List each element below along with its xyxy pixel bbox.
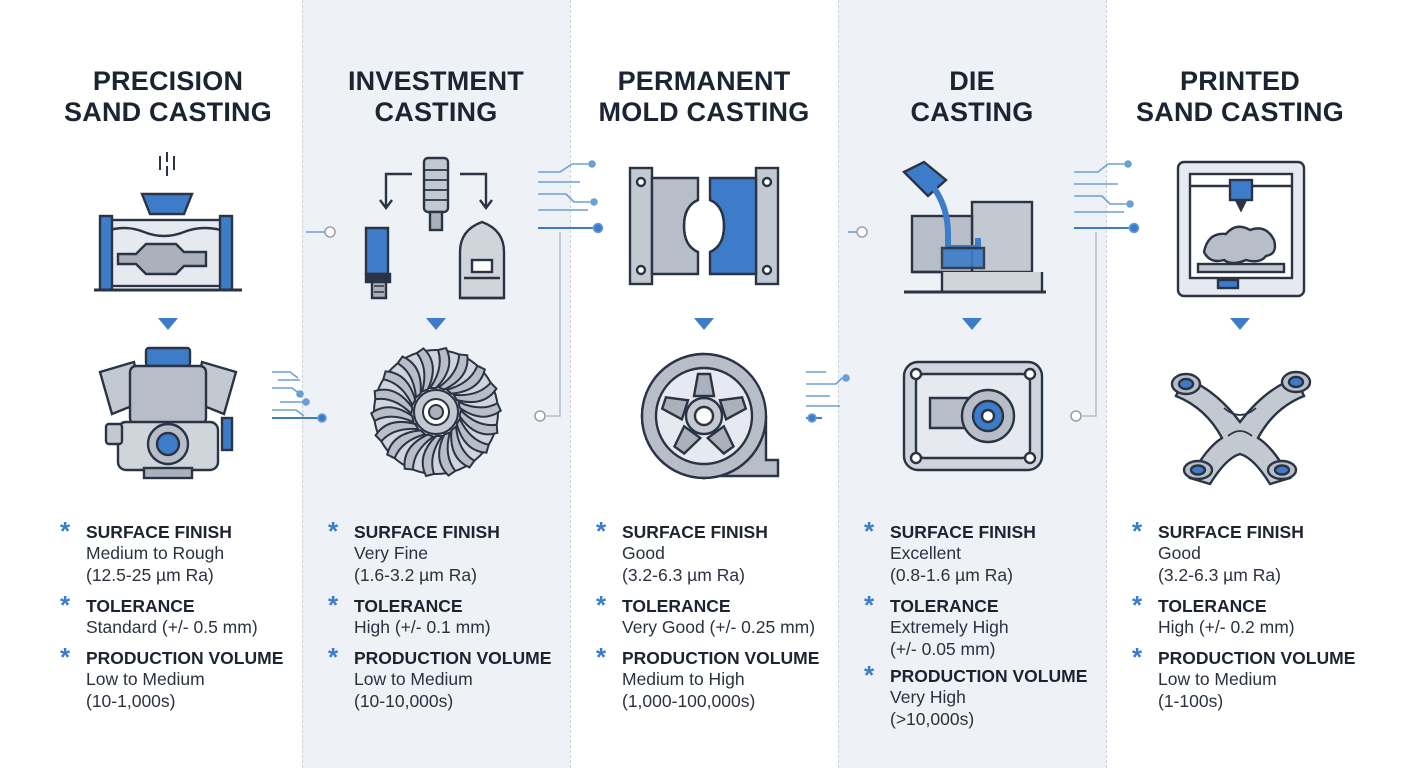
spec-production-volume: * PRODUCTION VOLUME Low to Medium (10-1,…	[60, 642, 284, 711]
spec-surface-finish: * SURFACE FINISH Excellent (0.8-1.6 µm R…	[864, 516, 1036, 585]
spec-list: * SURFACE FINISH Good (3.2-6.3 µm Ra) * …	[1130, 516, 1356, 722]
spec-tolerance: * TOLERANCE Standard (+/- 0.5 mm)	[60, 590, 258, 637]
flow-down-arrow-icon	[426, 318, 446, 330]
process-column-die: DIE CASTING	[838, 0, 1106, 768]
spec-production-volume: * PRODUCTION VOLUME Medium to High (1,00…	[596, 642, 820, 711]
spec-list: * SURFACE FINISH Medium to Rough (12.5-2…	[58, 516, 284, 722]
alloy-wheel-icon	[640, 352, 780, 480]
process-column-printed-sand: PRINTED SAND CASTING	[1106, 0, 1374, 768]
turbine-wheel-icon	[369, 346, 503, 478]
process-title: INVESTMENT CASTING	[347, 66, 524, 127]
asterisk-bullet-icon: *	[60, 516, 71, 546]
spec-surface-finish: * SURFACE FINISH Very Fine (1.6-3.2 µm R…	[328, 516, 500, 585]
spec-tolerance: * TOLERANCE Very Good (+/- 0.25 mm)	[596, 590, 816, 637]
process-column-precision-sand: PRECISION SAND CASTING	[34, 0, 302, 768]
process-title: DIE CASTING	[910, 66, 1034, 127]
column-divider	[1106, 0, 1107, 768]
spec-tolerance: * TOLERANCE Extremely High (+/- 0.05 mm)	[864, 590, 1009, 659]
sand-mold-pour-icon	[94, 152, 242, 292]
flow-down-arrow-icon	[694, 318, 714, 330]
spec-surface-finish: * SURFACE FINISH Good (3.2-6.3 µm Ra)	[1132, 516, 1304, 585]
process-title: PRECISION SAND CASTING	[64, 66, 272, 127]
lattice-node-icon	[1170, 370, 1312, 486]
gearbox-housing-icon	[902, 360, 1044, 472]
spec-list: * SURFACE FINISH Good (3.2-6.3 µm Ra) * …	[594, 516, 820, 722]
spec-tolerance: * TOLERANCE High (+/- 0.1 mm)	[328, 590, 491, 637]
asterisk-bullet-icon: *	[864, 516, 875, 546]
column-divider	[302, 0, 303, 768]
spec-surface-finish: * SURFACE FINISH Good (3.2-6.3 µm Ra)	[596, 516, 768, 585]
asterisk-bullet-icon: *	[1132, 642, 1143, 672]
spec-list: * SURFACE FINISH Very Fine (1.6-3.2 µm R…	[326, 516, 552, 722]
spec-production-volume: * PRODUCTION VOLUME Low to Medium (1-100…	[1132, 642, 1356, 711]
asterisk-bullet-icon: *	[1132, 516, 1143, 546]
column-divider	[838, 0, 839, 768]
metal-mold-halves-icon	[628, 166, 780, 286]
spec-list: * SURFACE FINISH Excellent (0.8-1.6 µm R…	[862, 516, 1088, 740]
flow-down-arrow-icon	[1230, 318, 1250, 330]
process-column-investment: INVESTMENT CASTING	[302, 0, 570, 768]
process-title: PRINTED SAND CASTING	[1136, 66, 1344, 127]
asterisk-bullet-icon: *	[328, 590, 339, 620]
3d-printer-icon	[1176, 160, 1306, 298]
flow-down-arrow-icon	[158, 318, 178, 330]
asterisk-bullet-icon: *	[1132, 590, 1143, 620]
asterisk-bullet-icon: *	[328, 516, 339, 546]
asterisk-bullet-icon: *	[60, 642, 71, 672]
asterisk-bullet-icon: *	[864, 660, 875, 690]
spec-tolerance: * TOLERANCE High (+/- 0.2 mm)	[1132, 590, 1295, 637]
asterisk-bullet-icon: *	[328, 642, 339, 672]
process-column-permanent-mold: PERMANENT MOLD CASTING	[570, 0, 838, 768]
asterisk-bullet-icon: *	[864, 590, 875, 620]
spec-surface-finish: * SURFACE FINISH Medium to Rough (12.5-2…	[60, 516, 232, 585]
process-title: PERMANENT MOLD CASTING	[598, 66, 810, 127]
wax-pattern-cycle-icon	[364, 156, 506, 300]
asterisk-bullet-icon: *	[596, 590, 607, 620]
asterisk-bullet-icon: *	[596, 642, 607, 672]
spec-production-volume: * PRODUCTION VOLUME Very High (>10,000s)	[864, 660, 1088, 729]
column-divider	[570, 0, 571, 768]
flow-down-arrow-icon	[962, 318, 982, 330]
spec-production-volume: * PRODUCTION VOLUME Low to Medium (10-10…	[328, 642, 552, 711]
ladle-die-pour-icon	[901, 160, 1046, 294]
asterisk-bullet-icon: *	[596, 516, 607, 546]
engine-block-icon	[98, 346, 238, 480]
asterisk-bullet-icon: *	[60, 590, 71, 620]
